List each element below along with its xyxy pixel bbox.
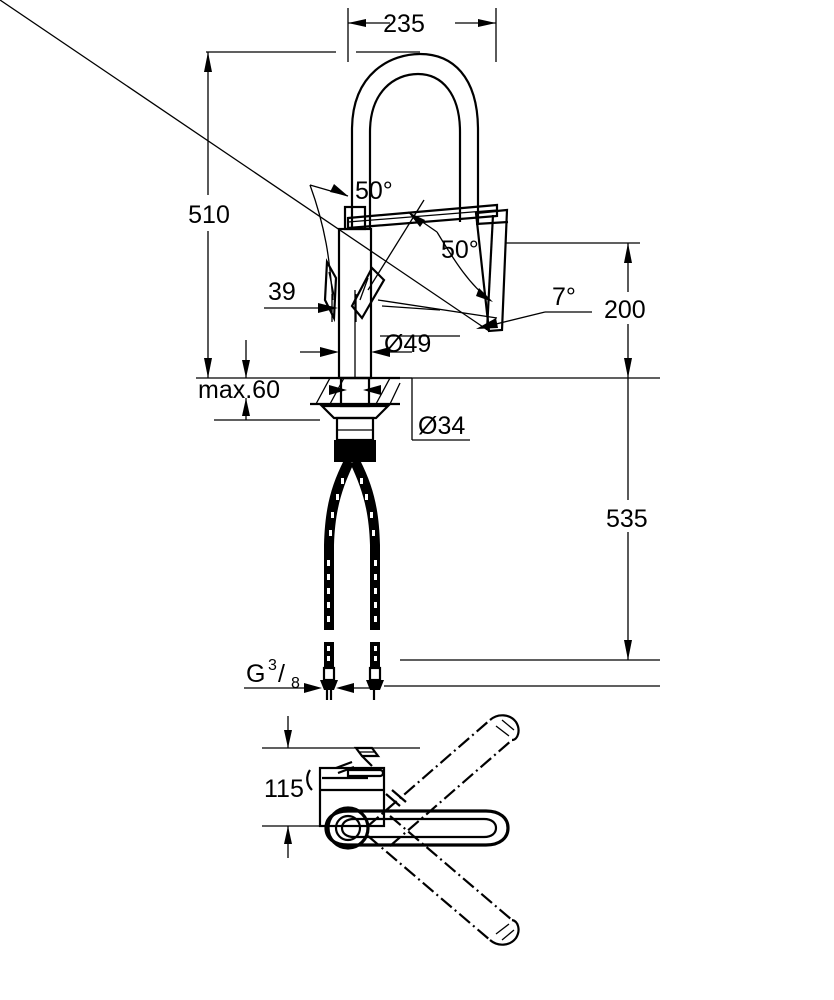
countertop-section-hatched (310, 376, 401, 406)
dim-label-39: 39 (268, 278, 296, 306)
spout-swivel-range-upper (367, 714, 520, 847)
dim-label-7deg: 7° (552, 283, 576, 311)
base-escutcheon (319, 376, 391, 462)
angle-annotation-7: 7° (476, 283, 592, 329)
angle-annotation-50-upper: 50° (309, 177, 393, 301)
plan-lever-handle (322, 760, 385, 780)
dim-label-510: 510 (188, 201, 230, 229)
dim-label-d34: Ø34 (418, 412, 465, 440)
thread-label-numerator: 3 (268, 657, 277, 674)
dimension-spout-diameter: Ø49 (300, 330, 460, 358)
plan-pivot-hub (326, 806, 370, 850)
single-lever-handle (346, 203, 499, 230)
dim-label-235: 235 (383, 10, 425, 38)
thread-label-G: G (246, 660, 265, 688)
thread-label-denominator: 8 (291, 675, 300, 692)
braided-flexible-supply-hoses (324, 460, 380, 672)
pull-down-spray-head (0, 0, 509, 333)
dimension-overall-height: 510 (176, 52, 242, 378)
threaded-hose-connector (320, 666, 660, 700)
dimension-hose-length: 535 (400, 378, 662, 661)
dim-label-115: 115 (264, 775, 304, 803)
dim-label-50-lower: 50° (441, 236, 479, 264)
angle-annotation-50-lower: 50° (407, 211, 493, 302)
plan-spout-body (324, 809, 510, 847)
plan-rear-connector (353, 746, 407, 807)
dimension-spout-reach: 235 (347, 8, 497, 62)
dimension-mounting-hole: Ø34 (392, 377, 470, 441)
thread-label-slash: / (278, 660, 285, 688)
arched-gooseneck-spout (350, 52, 480, 230)
dimension-handle-clearance: 39 (264, 278, 357, 322)
dim-label-max60: max.60 (198, 376, 280, 404)
dim-label-50-upper: 50° (355, 177, 393, 205)
dim-label-d49: Ø49 (384, 330, 431, 358)
handle-angle-leaders (367, 199, 498, 319)
dim-label-200: 200 (604, 296, 646, 324)
thread-size-label: G 3 / 8 (244, 657, 372, 693)
spout-swivel-range-lower (367, 815, 520, 946)
dim-label-535: 535 (606, 505, 648, 533)
dimension-max-counter-thickness: max.60 (198, 340, 320, 421)
dimension-outlet-height: 200 (506, 242, 660, 378)
